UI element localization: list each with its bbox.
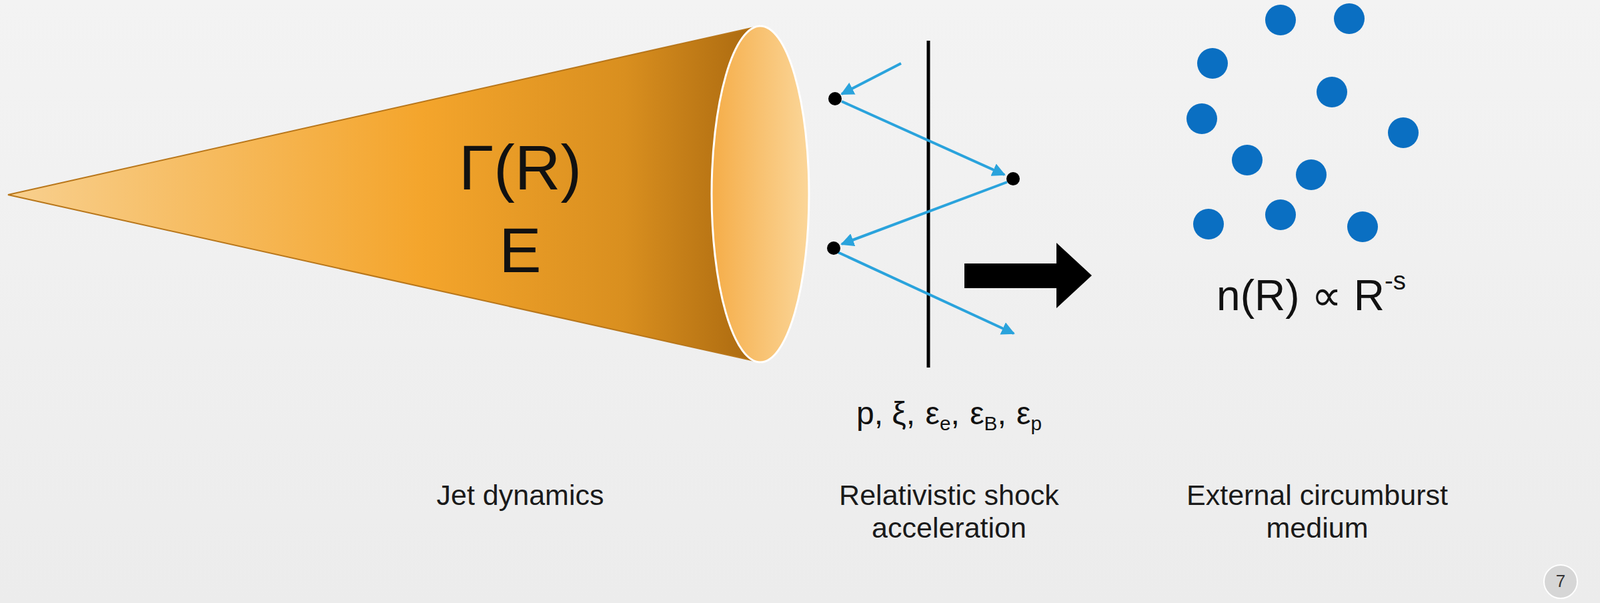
section-label: External circumburst medium xyxy=(1160,478,1474,545)
shock-front xyxy=(927,40,931,368)
formula-symbol: n(R) ∝ R xyxy=(1216,271,1385,320)
formula-symbol: , xyxy=(997,395,1006,431)
superscript: -s xyxy=(1384,266,1406,295)
medium-particle xyxy=(1333,3,1365,35)
medium-particle xyxy=(1347,211,1378,243)
page-number: 7 xyxy=(1545,571,1576,592)
particle-dot xyxy=(828,92,842,106)
medium-particle xyxy=(1316,76,1348,108)
subscript: B xyxy=(984,412,998,435)
node-symbol: E xyxy=(420,209,621,293)
cone-cap xyxy=(711,26,810,363)
page-badge xyxy=(1543,564,1578,599)
density-profile: n(R) ∝ R-s xyxy=(1216,265,1406,322)
particle-path xyxy=(841,101,1005,175)
node-text-stack: Γ(R)E xyxy=(420,126,621,292)
formula-symbol: , xyxy=(950,395,960,431)
medium-particle xyxy=(1186,103,1218,135)
medium-particles xyxy=(1186,3,1419,243)
particle-path xyxy=(841,63,902,95)
medium-particle xyxy=(1197,48,1228,79)
medium-particle xyxy=(1387,117,1419,149)
node-symbol: Γ(R) xyxy=(420,126,621,210)
subscript: p xyxy=(1031,412,1043,435)
particle-dot xyxy=(827,241,841,255)
jet-cone xyxy=(0,0,821,394)
section-label: Jet dynamics xyxy=(380,478,661,512)
subscript: e xyxy=(939,412,952,435)
formula-symbol: ε xyxy=(969,395,984,431)
shock-parameters: p, ξ,εe,εB,εp xyxy=(856,394,1042,435)
medium-particle xyxy=(1265,199,1296,231)
medium-particle xyxy=(1231,144,1263,176)
particle-dot xyxy=(1006,172,1020,186)
particle-path xyxy=(841,182,1008,245)
jet-node: Γ(R)E xyxy=(0,0,821,394)
medium-particle xyxy=(1295,159,1327,191)
motion-arrow xyxy=(964,242,1092,309)
section-label: Relativistic shock acceleration xyxy=(805,478,1093,545)
formula-symbol: ε xyxy=(1016,395,1031,431)
formula-symbol: p, ξ, xyxy=(856,395,916,431)
formula-symbol: ε xyxy=(925,395,940,431)
cone-body xyxy=(8,26,761,363)
medium-particle xyxy=(1193,208,1224,240)
medium-particle xyxy=(1265,4,1296,36)
